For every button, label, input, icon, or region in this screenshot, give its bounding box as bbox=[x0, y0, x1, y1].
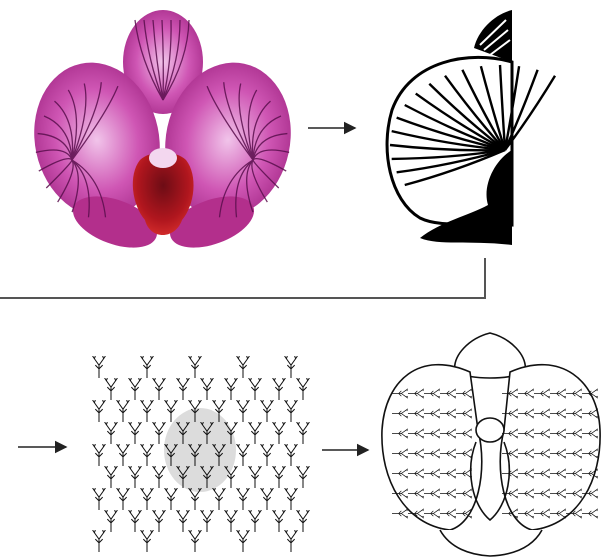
motif-cell bbox=[201, 378, 214, 400]
motif-cell bbox=[225, 378, 238, 400]
motif-cell bbox=[261, 400, 274, 422]
motif-cell bbox=[249, 422, 262, 444]
motif-cell bbox=[117, 400, 130, 422]
motif-cell bbox=[165, 400, 178, 422]
motif-cell bbox=[237, 400, 250, 422]
orchid-column bbox=[149, 148, 177, 168]
motif-cell bbox=[297, 466, 310, 488]
motif-cell bbox=[177, 510, 190, 532]
motif-cell bbox=[189, 530, 202, 552]
motif-grid-panel bbox=[93, 356, 310, 552]
motif-cell bbox=[225, 510, 238, 532]
motif-cell bbox=[141, 356, 154, 378]
motif-cell bbox=[93, 400, 106, 422]
outline-left-petal bbox=[382, 365, 482, 530]
motif-cell bbox=[153, 466, 166, 488]
motif-cell bbox=[285, 444, 298, 466]
grid-shading bbox=[164, 408, 236, 492]
outline-lower-sepals bbox=[440, 530, 542, 556]
motif-cell bbox=[117, 444, 130, 466]
motif-cell bbox=[285, 356, 298, 378]
motif-cell bbox=[297, 422, 310, 444]
connector-line bbox=[0, 258, 485, 298]
motif-cell bbox=[189, 356, 202, 378]
motif-cell bbox=[153, 510, 166, 532]
motif-cell bbox=[285, 488, 298, 510]
motif-cell bbox=[93, 356, 106, 378]
motif-cell bbox=[93, 488, 106, 510]
motif-cell bbox=[261, 444, 274, 466]
motif-cell bbox=[105, 378, 118, 400]
motif-cell bbox=[153, 378, 166, 400]
motif-cell bbox=[177, 378, 190, 400]
motif-cell bbox=[237, 488, 250, 510]
motif-cell bbox=[153, 422, 166, 444]
motif-cell bbox=[273, 510, 286, 532]
motif-cell bbox=[285, 530, 298, 552]
motif-cell bbox=[261, 488, 274, 510]
motif-cell bbox=[141, 400, 154, 422]
motif-cell bbox=[117, 488, 130, 510]
silhouette-panel bbox=[387, 10, 555, 245]
outline-orchid-panel bbox=[382, 333, 600, 556]
outline-motif bbox=[582, 509, 598, 518]
motif-cell bbox=[249, 378, 262, 400]
motif-cell bbox=[237, 444, 250, 466]
motif-cell bbox=[273, 466, 286, 488]
motif-cell bbox=[213, 488, 226, 510]
motif-cell bbox=[105, 510, 118, 532]
orchid-photo-panel bbox=[20, 10, 305, 258]
motif-cell bbox=[93, 530, 106, 552]
silhouette-veins bbox=[390, 65, 555, 185]
motif-cell bbox=[105, 422, 118, 444]
motif-cell bbox=[285, 400, 298, 422]
motif-cell bbox=[105, 466, 118, 488]
motif-cell bbox=[201, 510, 214, 532]
motif-cell bbox=[297, 510, 310, 532]
motif-cell bbox=[237, 356, 250, 378]
motif-cell bbox=[129, 466, 142, 488]
silhouette-top-sepal bbox=[474, 10, 512, 62]
outline-column bbox=[476, 418, 504, 442]
motif-cell bbox=[141, 488, 154, 510]
motif-cell bbox=[141, 530, 154, 552]
outline-motif bbox=[392, 509, 408, 518]
motif-cell bbox=[249, 466, 262, 488]
motif-cell bbox=[249, 510, 262, 532]
motif-cell bbox=[129, 378, 142, 400]
outline-right-petal bbox=[500, 365, 600, 530]
motif-cell bbox=[165, 488, 178, 510]
motif-cell bbox=[129, 422, 142, 444]
motif-cell bbox=[237, 530, 250, 552]
motif-cell bbox=[141, 444, 154, 466]
motif-cell bbox=[273, 378, 286, 400]
motif-cell bbox=[297, 378, 310, 400]
motif-cell bbox=[273, 422, 286, 444]
motif-cell bbox=[129, 510, 142, 532]
motif-cell bbox=[93, 444, 106, 466]
